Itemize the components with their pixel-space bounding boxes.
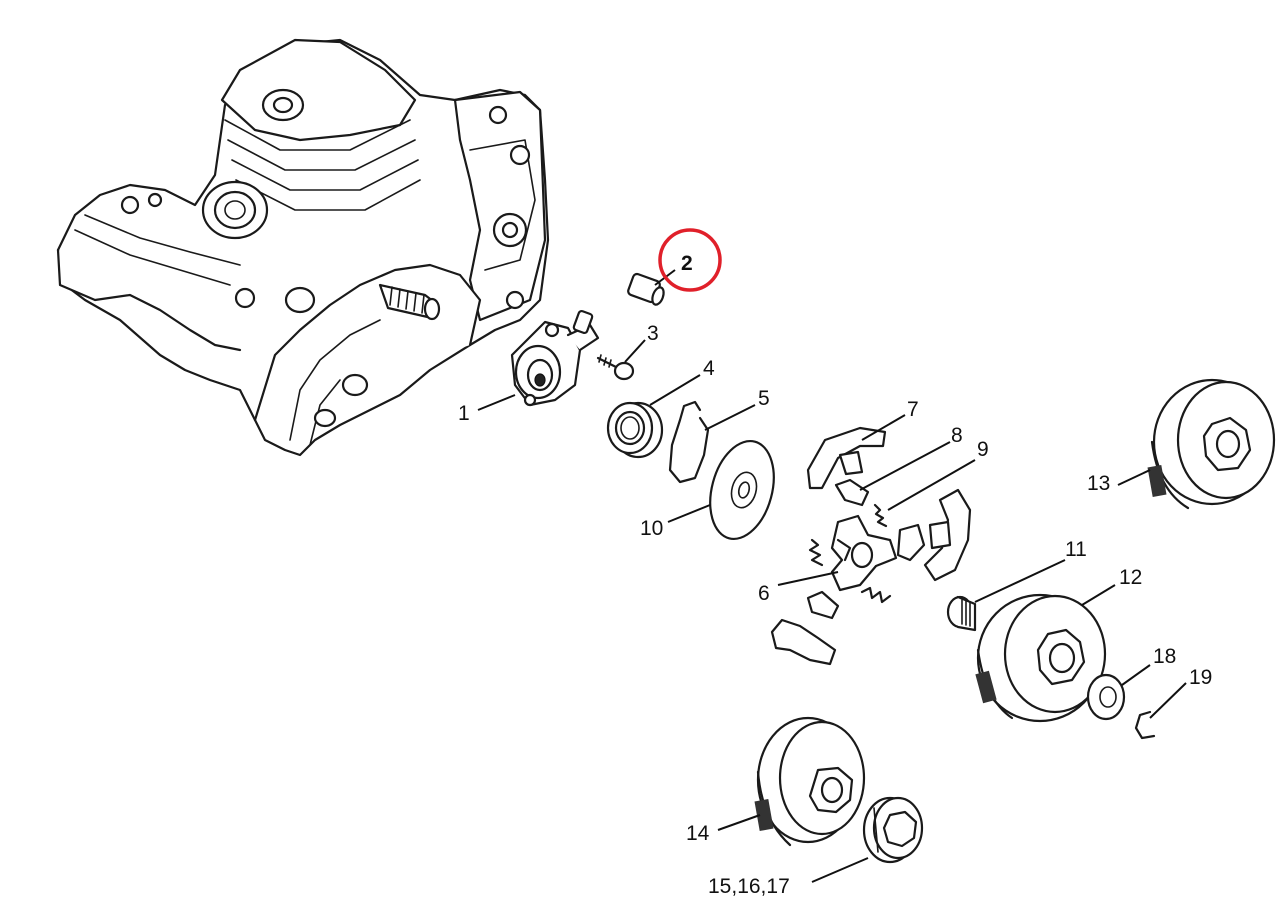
label-part-2: 2: [681, 252, 693, 275]
label-part-5: 5: [758, 387, 770, 410]
e-clip: [1134, 710, 1156, 740]
washer-disc: [709, 439, 775, 541]
washer-18: [1086, 673, 1126, 721]
highlight-circle: [658, 228, 722, 292]
rim-sprocket: [862, 796, 924, 864]
label-part-15-16-17: 15,16,17: [708, 875, 790, 898]
label-part-14: 14: [686, 822, 710, 845]
label-part-9: 9: [977, 438, 989, 461]
needle-bearing: [946, 595, 977, 632]
label-part-11: 11: [1065, 538, 1087, 561]
label-part-8: 8: [951, 424, 963, 447]
screw: [596, 354, 635, 381]
part-labels: 1 2 3 4 5 6 7 8 9 10 11 12 13 14 15,16,1…: [458, 252, 1212, 898]
seal-ring: [606, 401, 664, 459]
engine-housing: [56, 38, 550, 457]
clutch-spring-top: [873, 503, 888, 528]
label-part-7: 7: [907, 398, 919, 421]
oil-pump: [510, 320, 600, 407]
label-part-3: 3: [647, 322, 659, 345]
clutch-shoe-upper: [806, 426, 887, 490]
oil-hose: [572, 272, 665, 335]
label-part-12: 12: [1119, 566, 1142, 589]
label-part-19: 19: [1189, 666, 1212, 689]
leader-lines: [477, 269, 1187, 883]
label-part-4: 4: [703, 357, 715, 380]
spring-holder: [834, 478, 870, 507]
clutch-carrier: [770, 488, 972, 666]
label-part-6: 6: [758, 582, 770, 605]
clutch-drum-12: [975, 593, 1107, 723]
label-part-1: 1: [458, 402, 470, 425]
label-part-10: 10: [640, 517, 663, 540]
clutch-drum-14: [754, 716, 866, 847]
label-part-18: 18: [1153, 645, 1176, 668]
clutch-drum-13: [1147, 378, 1276, 510]
spring-clip: [668, 400, 710, 484]
label-part-13: 13: [1087, 472, 1110, 495]
